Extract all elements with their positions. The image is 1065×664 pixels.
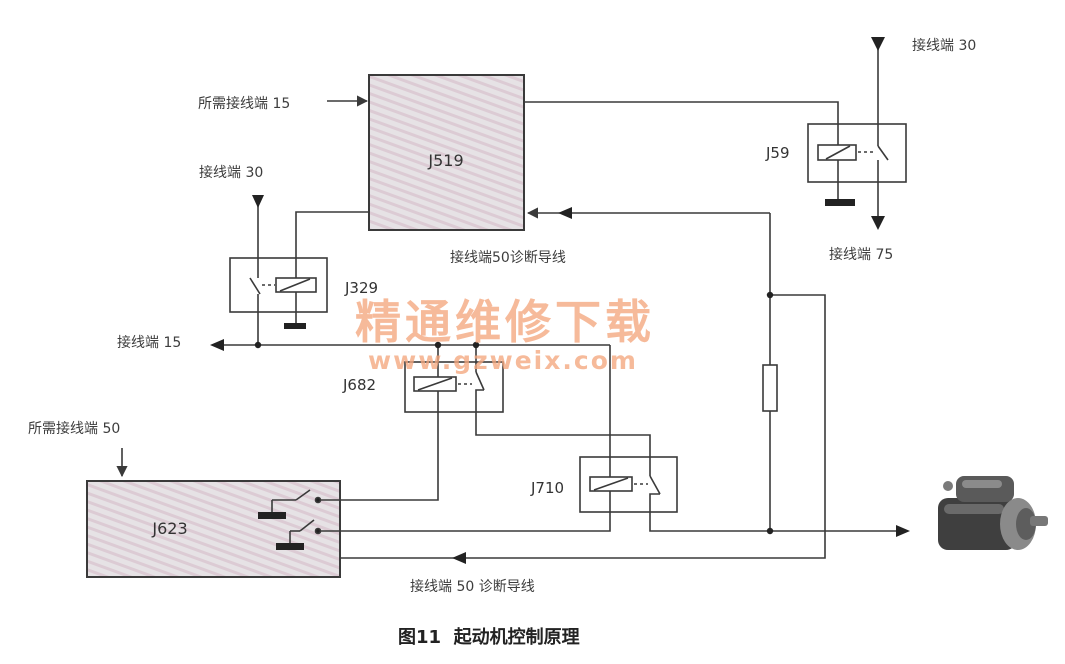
- j710-label: J710: [530, 479, 564, 497]
- diag-bottom-arrow: [452, 552, 466, 564]
- j623-switches: [258, 489, 322, 550]
- j59-label: J59: [765, 144, 790, 162]
- j623-module: [86, 480, 341, 578]
- wiring: [213, 45, 905, 559]
- terminal-30-left-arrow: [252, 195, 264, 208]
- terminal-15-arrow: [210, 339, 224, 351]
- relay-j329: [229, 257, 328, 313]
- fuse: [762, 364, 778, 412]
- watermark-title: 精通维修下载: [355, 295, 655, 349]
- j682-label: J682: [342, 376, 376, 394]
- j623-label: J623: [151, 519, 187, 538]
- j329-label: J329: [344, 279, 378, 297]
- label-diag-50-top: 接线端50诊断导线: [450, 249, 566, 266]
- label-terminal-15: 接线端 15: [117, 334, 181, 351]
- terminal-30-top-arrow: [871, 37, 885, 51]
- label-required-terminal-50: 所需接线端 50: [28, 420, 120, 437]
- label-terminal-75: 接线端 75: [829, 246, 893, 263]
- relay-j710: [579, 456, 678, 513]
- label-terminal-30-left: 接线端 30: [199, 164, 263, 181]
- j519-label: J519: [427, 151, 463, 170]
- terminal-75-arrow: [871, 216, 885, 230]
- relay-j682: [404, 361, 504, 413]
- j329-ground-icon: [284, 323, 306, 329]
- relay-j59: [807, 123, 907, 183]
- label-diag-50-bottom: 接线端 50 诊断导线: [410, 578, 535, 595]
- j59-ground-icon: [825, 199, 855, 206]
- watermark-url: www.gzweix.com: [368, 346, 638, 375]
- starter-motor-icon: [938, 476, 1048, 550]
- j519-module: [368, 74, 525, 231]
- starter-arrow: [896, 525, 910, 537]
- label-required-terminal-15: 所需接线端 15: [198, 95, 290, 112]
- diag-top-arrow: [558, 207, 572, 219]
- figure-caption: 图11 起动机控制原理: [398, 626, 580, 648]
- label-terminal-30-top: 接线端 30: [912, 37, 976, 54]
- junction-dots: [254, 291, 774, 535]
